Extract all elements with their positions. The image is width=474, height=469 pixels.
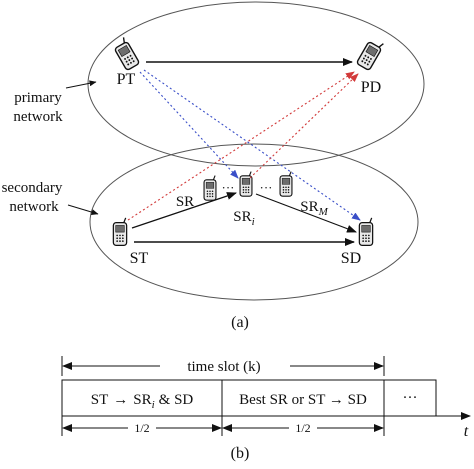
sd-label: SD [341, 250, 361, 267]
phase1-text: ST→ SRi & SD [91, 392, 194, 411]
sri-label-main: SR [233, 209, 251, 225]
srm-phone-icon [279, 170, 293, 197]
phase1-text-sd: & SD [159, 392, 194, 408]
primary-network-label-1: primary [14, 90, 62, 106]
srm-label-sub: M [318, 206, 329, 218]
time-axis-label: t [464, 423, 469, 440]
sri-label: SRi [233, 209, 254, 228]
secondary-network-pointer [67, 204, 99, 216]
secondary-network-ellipse [89, 143, 419, 301]
sr1-phone-icon [203, 174, 217, 201]
srm-label: SRM [300, 199, 328, 218]
secondary-network-label-2: network [9, 199, 59, 215]
half-right-label: 1/2 [295, 421, 310, 435]
phase1-text-sub: i [152, 399, 155, 411]
srm-label-main: SR [300, 199, 318, 215]
sr1-label: SR [176, 194, 194, 210]
pd-label: PD [361, 79, 381, 96]
phase1-text-st: ST [91, 392, 109, 408]
sd-phone-icon [358, 217, 374, 247]
continuation-dots: ··· [403, 390, 418, 406]
caption-a: (a) [231, 314, 249, 331]
pt-label: PT [117, 71, 136, 88]
pt-to-sd-interference [143, 69, 361, 221]
pt-to-sri-interference [139, 71, 239, 179]
caption-b: (b) [231, 445, 250, 462]
sri-label-sub: i [252, 216, 255, 228]
sri-to-sd-link [255, 193, 357, 233]
time-slot-label: time slot (k) [187, 359, 260, 375]
st-phone-icon [112, 217, 128, 247]
sri-phone-icon [239, 170, 253, 197]
secondary-network-label-1: secondary [2, 180, 63, 196]
dots-left: ··· [222, 180, 235, 195]
phase2-text: Best SR or ST → SD [239, 392, 367, 408]
primary-network-pointer [65, 80, 97, 89]
phase1-text-arrow: → [113, 392, 128, 408]
phase1-text-sr: SR [133, 392, 151, 408]
st-to-pd-interference [127, 71, 355, 221]
phase1-box [61, 379, 223, 417]
pt-phone-icon [111, 36, 141, 72]
dots-right: ··· [260, 180, 273, 195]
continuation-box [383, 379, 437, 417]
half-left-label: 1/2 [134, 421, 149, 435]
st-label: ST [130, 250, 149, 267]
pd-phone-icon [355, 36, 385, 72]
st-to-sri-link [131, 192, 237, 229]
primary-network-label-2: network [13, 109, 63, 125]
